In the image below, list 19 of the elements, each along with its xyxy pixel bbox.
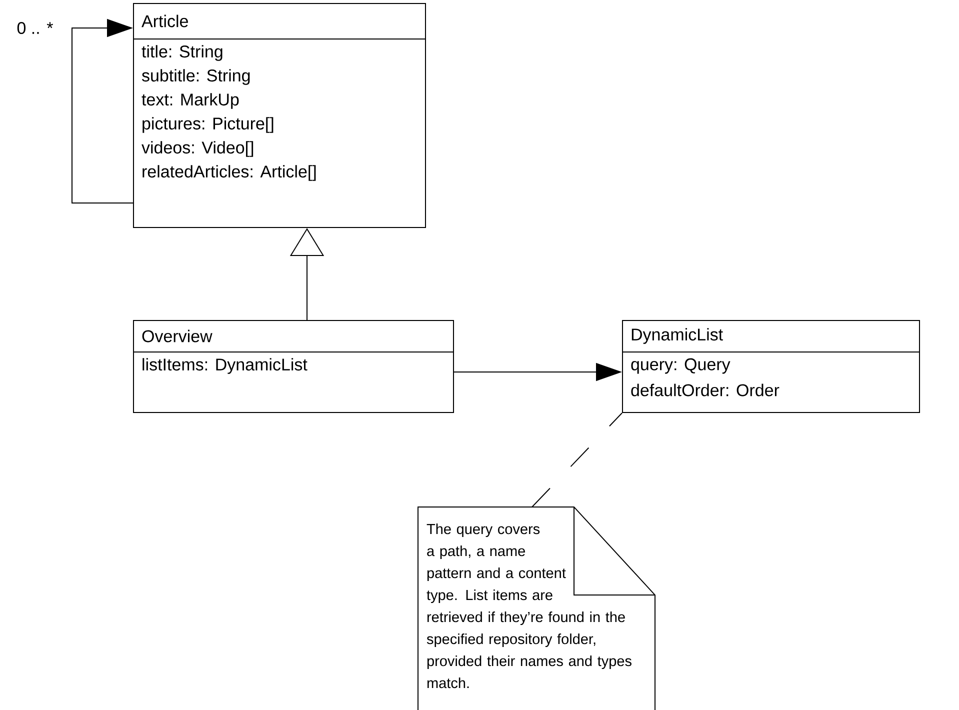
class-name: Article xyxy=(142,14,188,28)
attribute: query: Query xyxy=(631,358,730,374)
attribute: title: String xyxy=(142,45,222,61)
note-link xyxy=(532,412,622,508)
class-box xyxy=(132,3,426,228)
attribute: defaultOrder: Order xyxy=(631,384,780,396)
class-name: DynamicList xyxy=(632,328,723,344)
class-name: Overview xyxy=(142,330,212,342)
note-box: The query covers a path, a name pattern and a content type. List items are retrieved if they’re found in the specified repository folder, provided their names and types match. xyxy=(418,506,656,710)
class-box xyxy=(132,320,454,413)
attribute: text: MarkUp xyxy=(142,93,239,109)
class-box xyxy=(622,320,920,413)
attribute: pictures: Picture[] xyxy=(142,117,274,133)
multiplicity-label: 0 .. * xyxy=(17,22,53,34)
attribute: relatedArticles: Article[] xyxy=(142,165,316,181)
attribute: videos: Video[] xyxy=(142,141,254,157)
attribute: subtitle: String xyxy=(142,69,250,85)
self-association-arrow xyxy=(72,18,134,204)
attribute: listItems: DynamicList xyxy=(142,358,308,374)
